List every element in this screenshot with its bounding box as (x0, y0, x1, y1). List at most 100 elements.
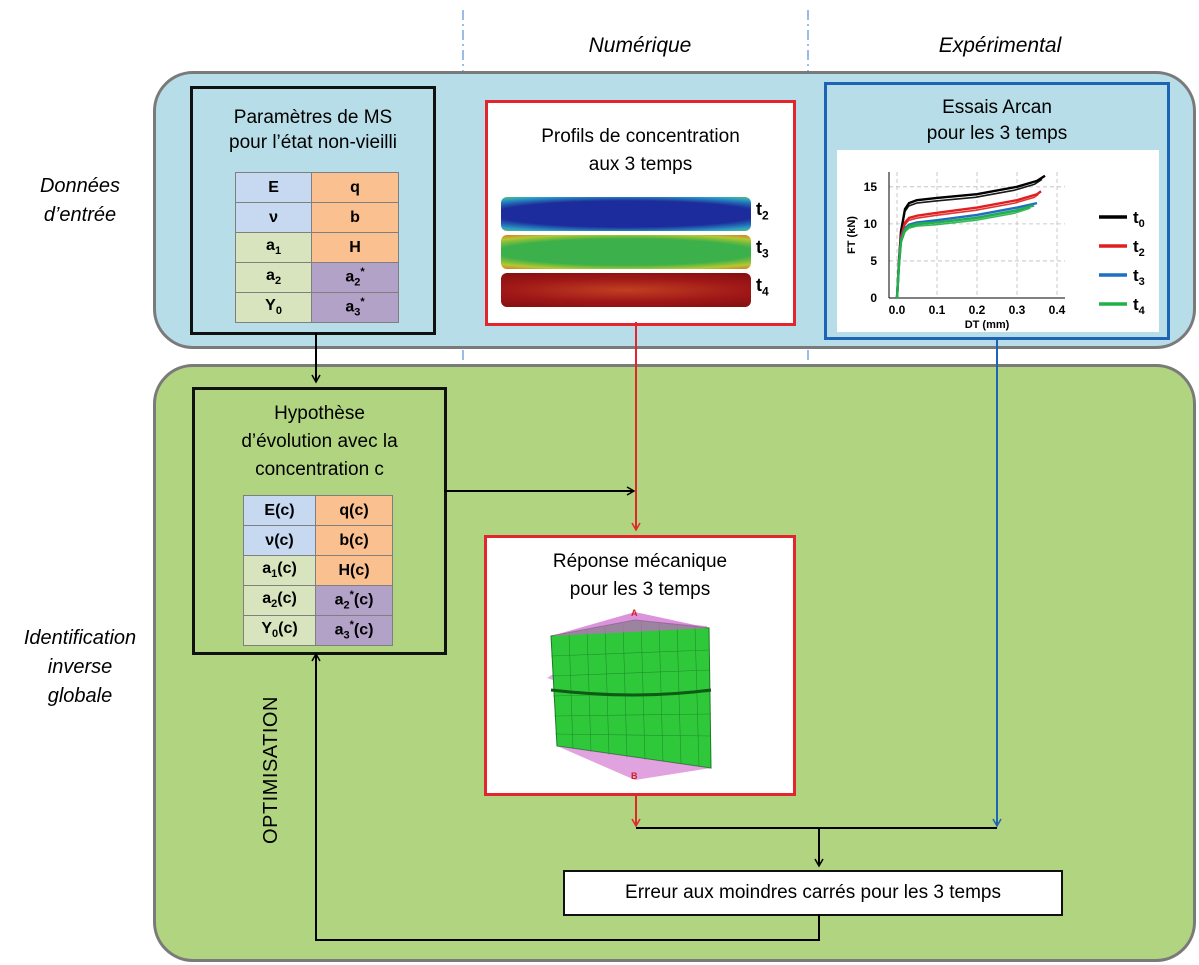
table-row: Y0(c)a3*(c) (242, 615, 393, 646)
profile-bar-t3 (501, 235, 751, 269)
arrow-optimisation-loop (311, 652, 820, 941)
param-cell-left: a1(c) (242, 555, 317, 586)
series-line-repeat-t4 (896, 207, 1031, 299)
cell-text-part: a (262, 590, 272, 608)
cell-text-part: * (349, 589, 354, 602)
mechanical-response-title: Réponse mécanique pour les 3 temps (552, 551, 728, 600)
legend-label-t0: t0 (1133, 208, 1145, 230)
param-cell-left: Y0 (234, 292, 313, 323)
param-cell-right: a2*(c) (315, 585, 393, 616)
mesh-label-a: A (631, 608, 638, 618)
param-cell-right: H(c) (315, 555, 393, 586)
param-cell-right: b(c) (315, 525, 393, 556)
table-row: E(c)q(c) (242, 495, 393, 526)
cell-text-part: Y (265, 297, 276, 315)
cell-text-part: (c) (277, 560, 297, 578)
x-tick-label: 0.1 (929, 303, 946, 317)
cell-text-part: (c) (353, 621, 374, 639)
cell-text-part: 2 (354, 276, 361, 289)
param-cell-left: a1 (234, 232, 313, 263)
profile-label-t4: t4 (756, 275, 769, 299)
concentration-profiles-title: Profils de concentration aux 3 temps (541, 126, 740, 175)
cell-text-part: 3 (354, 306, 361, 319)
cell-text-part: b (350, 208, 360, 226)
cell-text-part: 0 (275, 305, 282, 318)
cell-text-part: 2 (271, 598, 278, 611)
cell-text-part: a (334, 591, 344, 609)
table-row: a1(c)H(c) (242, 555, 393, 586)
cell-text-part: 1 (271, 568, 278, 581)
cell-text-part: (c) (350, 561, 370, 579)
cell-text-part: (c) (349, 531, 369, 549)
cell-text-part: a (345, 268, 355, 286)
cell-text-part: H (349, 238, 361, 256)
x-tick-label: 0.2 (969, 303, 986, 317)
row-label-identification: Identification inverse globale (23, 627, 137, 707)
cell-text-part: (c) (278, 620, 298, 638)
cell-text-part: E (264, 501, 276, 519)
hypothesis-box-title: Hypothèse d’évolution avec la concentrat… (241, 403, 398, 480)
cell-text-part: a (345, 298, 355, 316)
cell-text-part: 2 (343, 599, 350, 612)
profile-bar-t4 (501, 273, 751, 307)
y-axis-label: FT (kN) (846, 216, 858, 254)
cell-text-part: 3 (343, 629, 350, 642)
cell-text-part: (c) (349, 501, 369, 519)
cell-text-part: E (268, 178, 279, 196)
cell-text-part: H (338, 561, 351, 579)
mechanical-response-box: Réponse mécanique pour les 3 temps A B (484, 535, 796, 796)
param-cell-left: Y0(c) (242, 615, 317, 646)
arcan-chart: 0.0 0.1 0.2 0.3 0.4 0 5 10 15 DT (mm) FT (kN) t0 t2 t… (837, 150, 1159, 332)
parameters-box-title: Paramètres de MS pour l’état non-vieilli (229, 107, 397, 153)
parameters-box: Paramètres de MS pour l’état non-vieilli… (190, 86, 436, 335)
param-cell-right: q(c) (315, 495, 393, 526)
cell-text-part: * (360, 266, 365, 279)
column-header-numerique: Numérique (588, 34, 692, 57)
x-tick-label: 0.4 (1049, 303, 1066, 317)
legend-label-t2: t2 (1133, 237, 1145, 259)
param-cell-right: b (311, 202, 399, 233)
cell-text-part: * (349, 619, 354, 632)
y-tick-label: 15 (864, 180, 878, 194)
cell-text-part: (c) (277, 590, 297, 608)
param-cell-left: ν (234, 202, 313, 233)
y-tick-label: 5 (870, 254, 877, 268)
cell-text-part: ν (265, 531, 275, 549)
cell-text-part: (c) (274, 531, 294, 549)
specimen-mesh-image: A B (539, 608, 741, 782)
param-cell-left: E (234, 172, 313, 203)
legend-label-t3: t3 (1133, 266, 1145, 288)
cell-text-part: a (266, 237, 275, 255)
cell-text-part: a (262, 560, 272, 578)
row-label-input: Données d’entrée (39, 175, 121, 226)
arcan-tests-title: Essais Arcan pour les 3 temps (926, 97, 1068, 144)
cell-text-part: 1 (274, 245, 282, 258)
cell-text-part: q (350, 178, 360, 196)
param-cell-left: ν(c) (242, 525, 317, 556)
cell-text-part: (c) (353, 591, 374, 609)
least-squares-error-box: Erreur aux moindres carrés pour les 3 te… (563, 870, 1063, 916)
profile-bar-t2 (501, 197, 751, 231)
cell-text-part: b (339, 531, 350, 549)
param-cell-right: q (311, 172, 399, 203)
cell-text-part: q (339, 501, 350, 519)
cell-text-part: (c) (275, 501, 295, 519)
y-tick-label: 0 (870, 291, 877, 305)
table-row: ν(c)b(c) (242, 525, 393, 556)
column-header-experimental: Expérimental (938, 34, 1062, 57)
x-tick-label: 0.3 (1009, 303, 1026, 317)
cell-text-part: Y (261, 620, 273, 638)
hypothesis-box: Hypothèse d’évolution avec la concentrat… (192, 387, 447, 655)
x-axis-label: DT (mm) (965, 319, 1010, 331)
y-tick-label: 10 (864, 217, 878, 231)
param-cell-right: a2* (311, 262, 399, 293)
x-tick-label: 0.0 (889, 303, 906, 317)
mesh-label-b: B (631, 771, 638, 781)
cell-text-part: a (266, 267, 275, 285)
cell-text-part: ν (269, 208, 278, 226)
